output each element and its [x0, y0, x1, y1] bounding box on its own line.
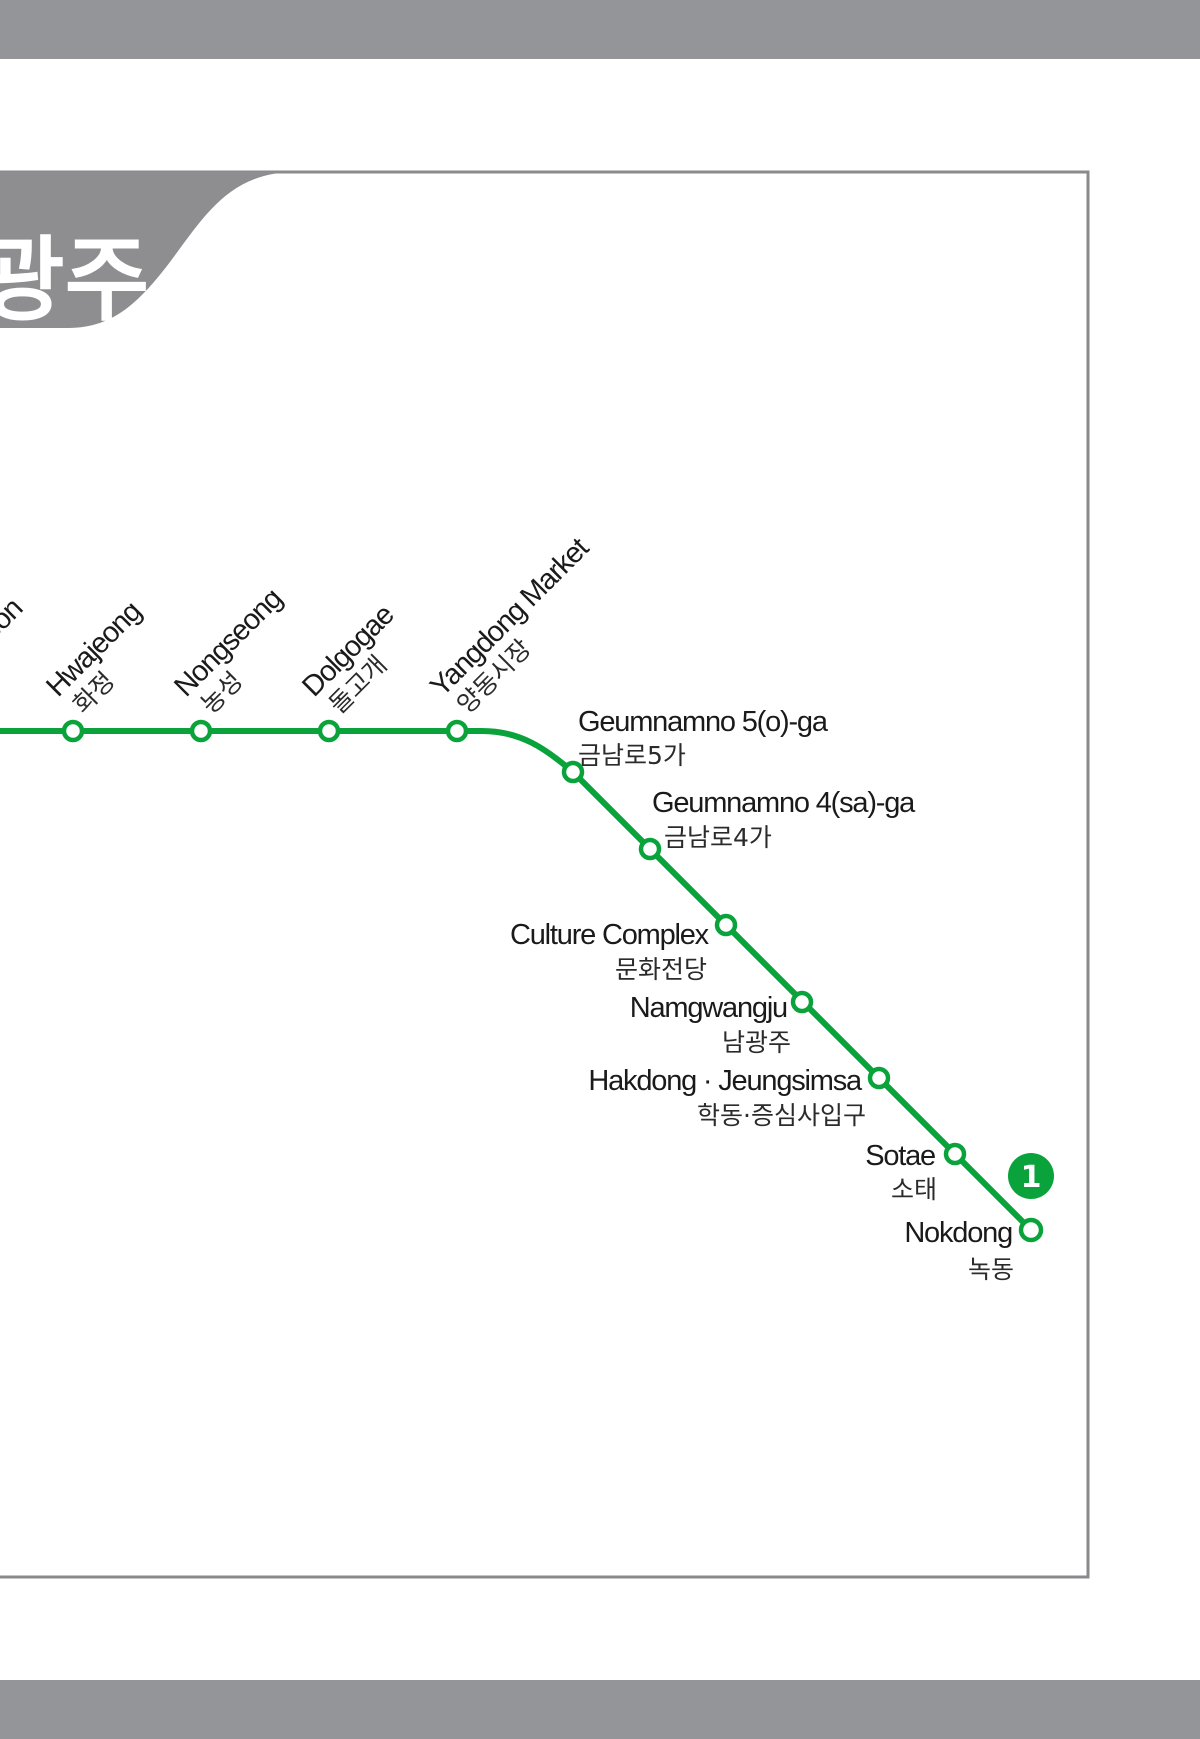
station-label-partial: eon [0, 593, 29, 647]
station-sotae-en: Sotae [865, 1140, 935, 1172]
station-geumnamno-5-ga[interactable]: Geumnamno 5(o)-ga 금남로5가 [561, 706, 830, 784]
station-namgwangju[interactable]: Namgwangju 남광주 [630, 990, 814, 1057]
station-geumnamno-5-ga-en: Geumnamno 5(o)-ga [578, 706, 829, 738]
station-sotae[interactable]: Sotae 소태 [865, 1140, 967, 1204]
title-tab [0, 172, 296, 328]
station-nokdong-en: Nokdong [904, 1217, 1012, 1249]
station-nokdong-marker[interactable] [1018, 1217, 1044, 1243]
station-namgwangju-marker[interactable] [790, 990, 814, 1014]
station-culture-complex-en: Culture Complex [510, 919, 710, 951]
line-1-badge-number: 1 [1021, 1160, 1042, 1195]
station-hakdong-jeungsimsa-ko: 학동·증심사입구 [697, 1101, 866, 1130]
station-geumnamno-5-ga-ko: 금남로5가 [578, 741, 686, 770]
station-hakdong-jeungsimsa-marker[interactable] [867, 1066, 891, 1090]
station-geumnamno-4-ga-marker[interactable] [638, 837, 662, 861]
station-geumnamno-4-ga[interactable]: Geumnamno 4(sa)-ga 금남로4가 [638, 787, 917, 861]
station-hwajeong[interactable]: Hwajeong 화정 [40, 596, 168, 743]
station-hakdong-jeungsimsa-en: Hakdong · Jeungsimsa [588, 1065, 863, 1097]
station-nongseong[interactable]: Nongseong 농성 [168, 583, 308, 743]
map-frame [0, 170, 1090, 1579]
bottom-bar [0, 1680, 1200, 1739]
station-sotae-ko: 소태 [891, 1175, 937, 1204]
station-namgwangju-ko: 남광주 [722, 1028, 791, 1057]
station-dolgogae[interactable]: Dolgogae 돌고개 [296, 599, 420, 743]
svg-text:eon: eon [0, 593, 29, 647]
station-hakdong-jeungsimsa[interactable]: Hakdong · Jeungsimsa 학동·증심사입구 [588, 1065, 891, 1130]
svg-text:광주: 광주 [0, 227, 149, 334]
station-dolgogae-marker[interactable] [317, 719, 341, 743]
station-geumnamno-5-ga-marker[interactable] [561, 760, 585, 784]
station-culture-complex-marker[interactable] [714, 913, 738, 937]
station-nokdong[interactable]: Nokdong 녹동 [904, 1217, 1044, 1284]
station-nongseong-marker[interactable] [189, 719, 213, 743]
station-nokdong-ko: 녹동 [968, 1255, 1014, 1284]
station-culture-complex[interactable]: Culture Complex 문화전당 [510, 913, 738, 984]
station-geumnamno-4-ga-ko: 금남로4가 [664, 823, 772, 852]
station-geumnamno-4-ga-en: Geumnamno 4(sa)-ga [652, 787, 916, 819]
top-bar [0, 0, 1200, 59]
station-hwajeong-marker[interactable] [61, 719, 85, 743]
station-culture-complex-ko: 문화전당 [615, 955, 707, 984]
station-yangdong-market-marker[interactable] [445, 719, 469, 743]
title-tab-glyph: 광주 [0, 227, 149, 334]
station-namgwangju-en: Namgwangju [630, 992, 787, 1024]
line-1-badge [1008, 1153, 1054, 1199]
station-sotae-marker[interactable] [943, 1142, 967, 1166]
